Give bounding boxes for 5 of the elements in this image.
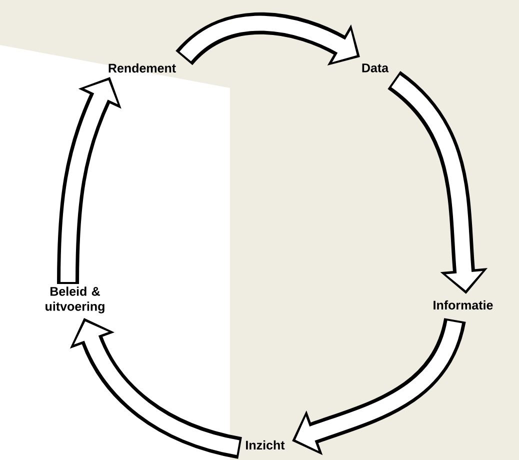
step-label: Rendement [108, 63, 176, 73]
step-label: Data [362, 64, 389, 72]
step-label: Informatie [434, 300, 493, 310]
step-label: Beleid & uitvoering [46, 286, 104, 314]
step-label: Inzicht [246, 440, 285, 450]
